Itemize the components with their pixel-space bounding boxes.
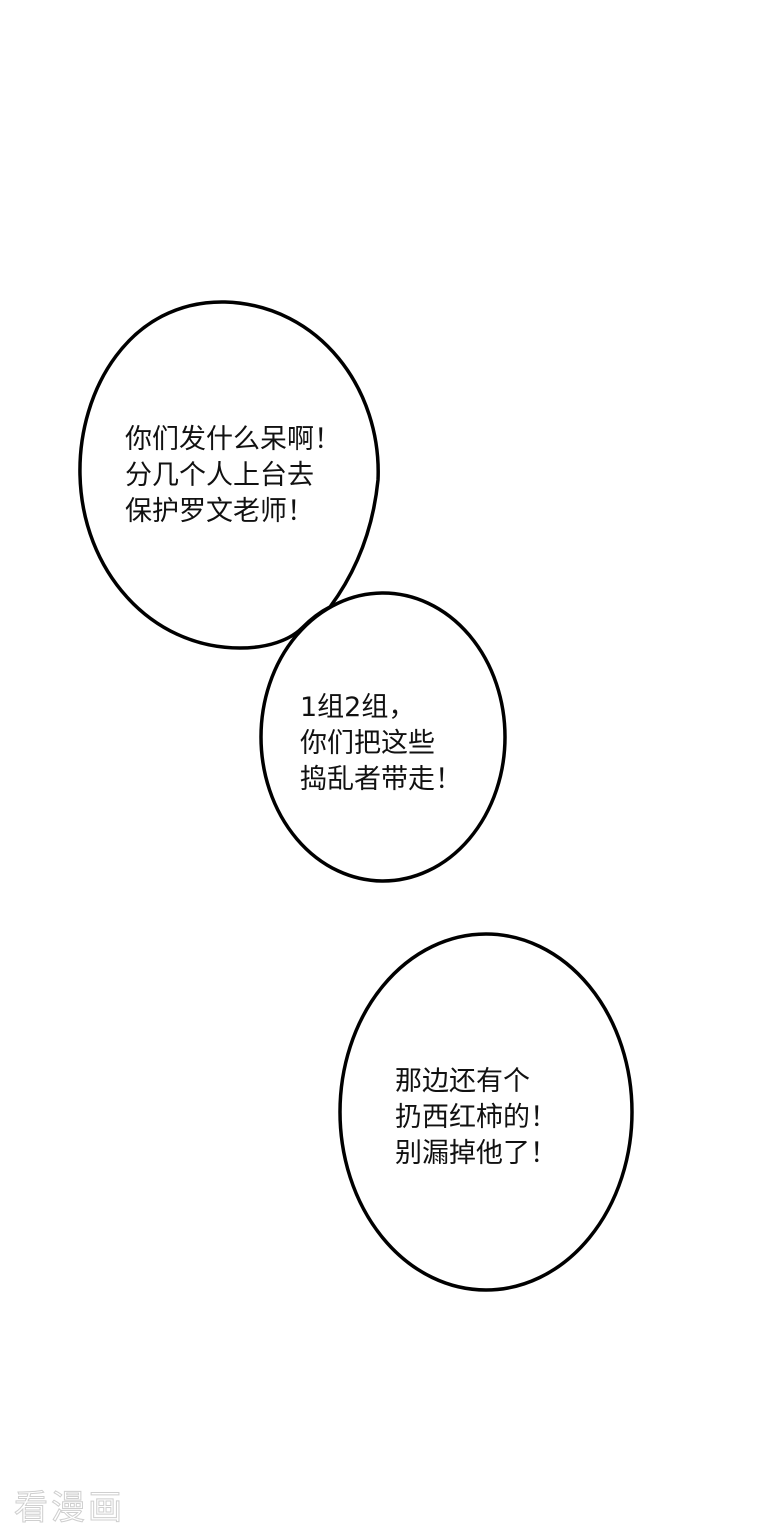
bubble-2-line-3: 捣乱者带走！ (300, 764, 462, 795)
speech-bubble-1-text: 你们发什么呆啊！ 分几个人上台去 保护罗文老师！ (125, 422, 341, 530)
bubble-1-line-3: 保护罗文老师！ (125, 496, 314, 527)
speech-bubble-3 (338, 932, 634, 1292)
speech-bubble-3-text: 那边还有个 扔西红柿的！ 别漏掉他了！ (395, 1064, 557, 1172)
bubble-3-line-1: 那边还有个 (395, 1066, 530, 1097)
bubble-2-line-1: 1组2组， (300, 692, 416, 723)
bubble-1-line-1: 你们发什么呆啊！ (125, 424, 341, 455)
speech-bubble-1 (78, 300, 380, 650)
bubble-3-line-2: 扔西红柿的！ (395, 1102, 557, 1133)
speech-bubble-2 (259, 591, 507, 883)
bubble-1-line-2: 分几个人上台去 (125, 460, 314, 491)
speech-bubble-2-text: 1组2组， 你们把这些 捣乱者带走！ (300, 690, 462, 798)
watermark-logo: 看漫画 (14, 1488, 125, 1529)
bubble-3-line-3: 别漏掉他了！ (395, 1138, 557, 1169)
bubble-2-line-2: 你们把这些 (300, 728, 435, 759)
